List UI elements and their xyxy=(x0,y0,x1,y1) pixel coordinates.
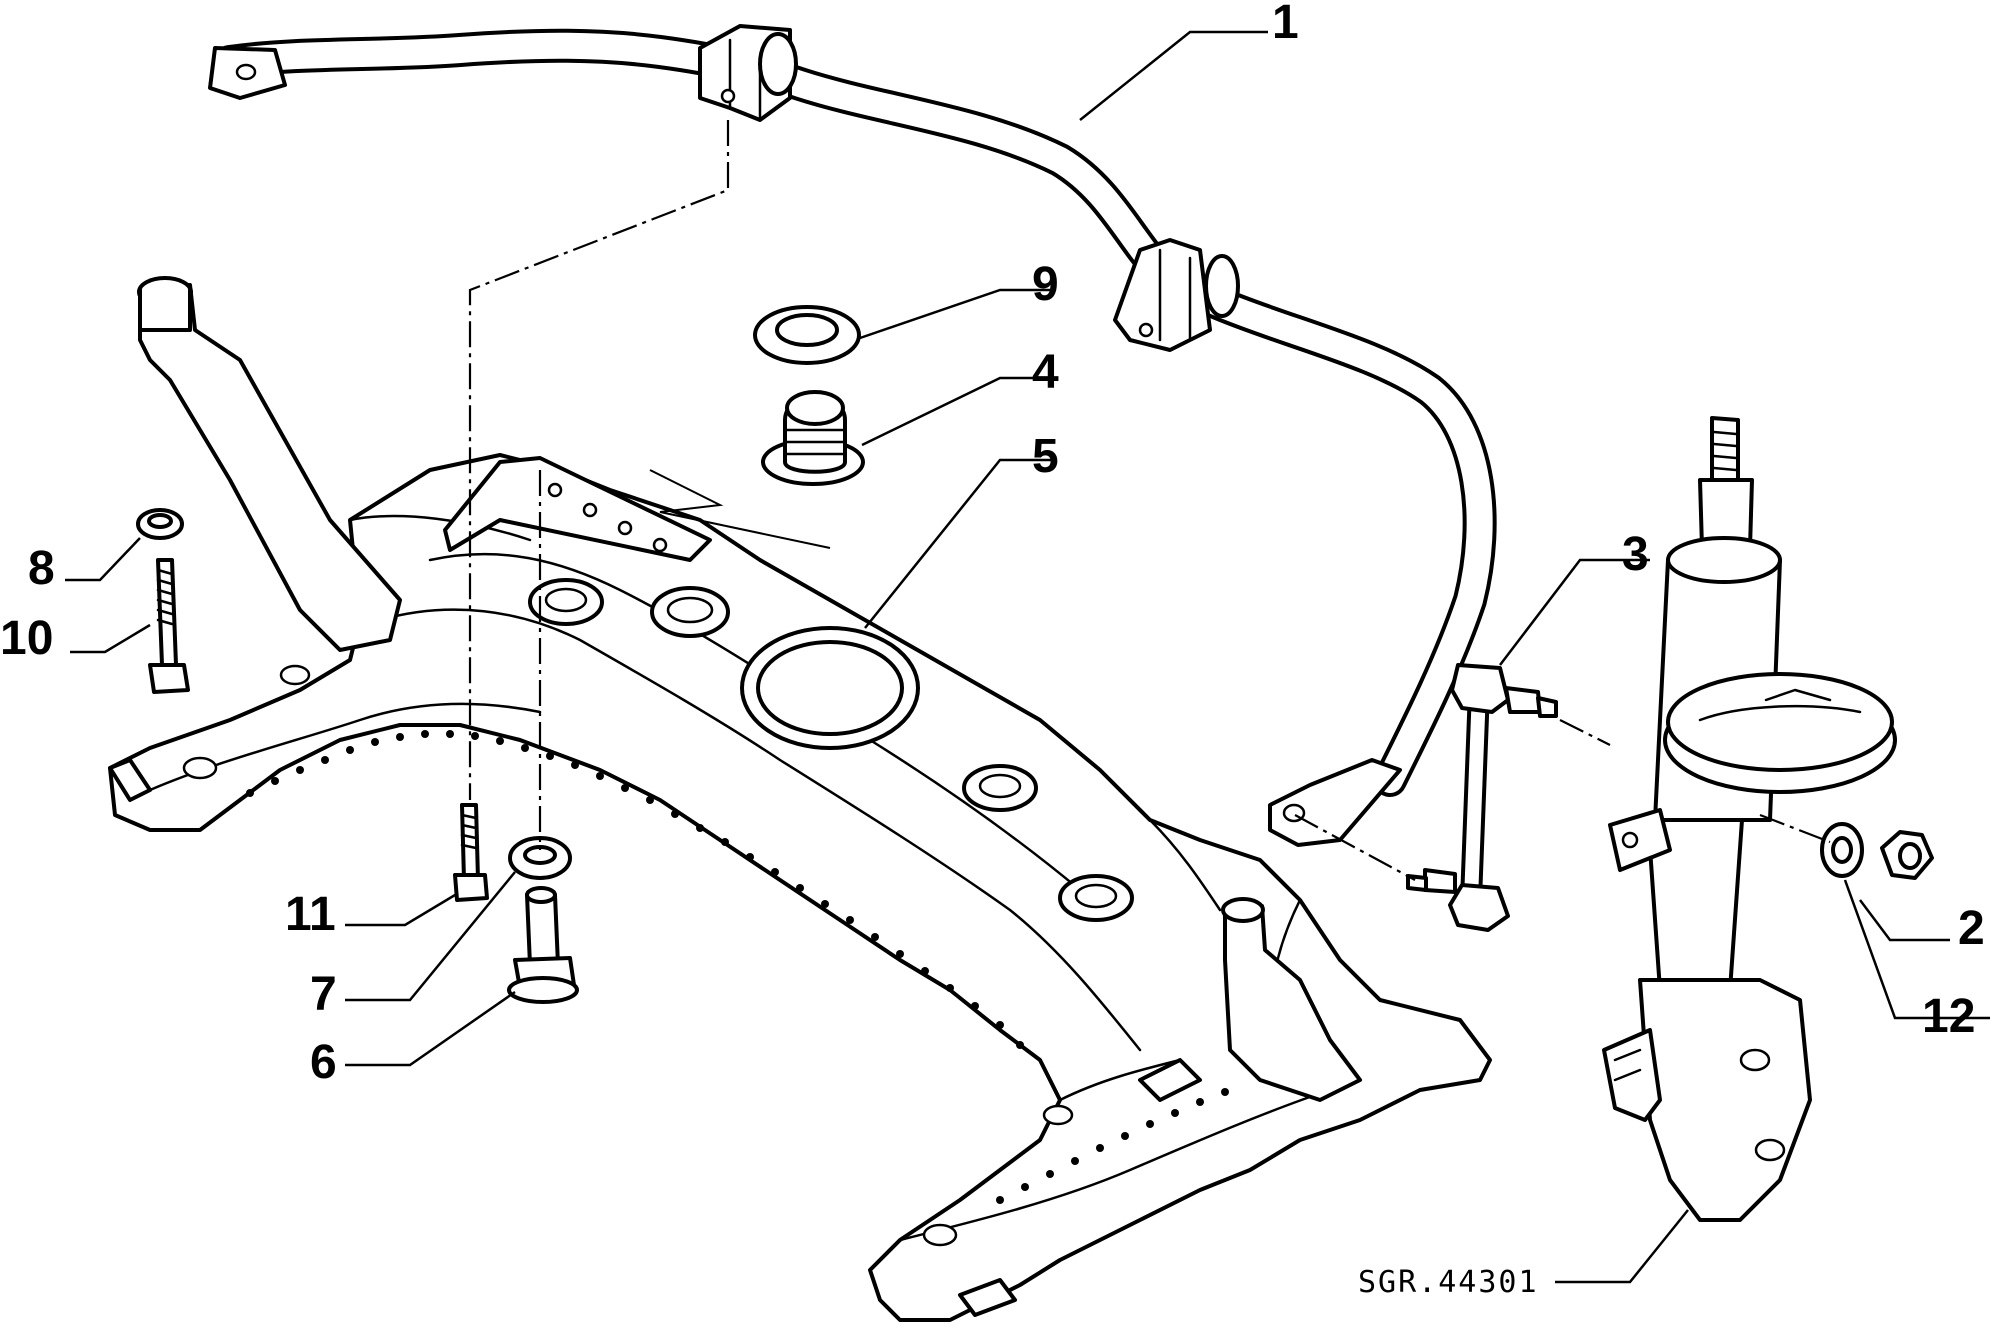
stabilizer-bar xyxy=(208,24,1497,847)
callout-3: 3 xyxy=(1622,528,1649,581)
callout-7: 7 xyxy=(310,968,337,1021)
callout-9: 9 xyxy=(1032,258,1059,311)
callout-2: 2 xyxy=(1958,902,1985,955)
callout-5: 5 xyxy=(1032,430,1059,483)
callout-1: 1 xyxy=(1272,0,1299,49)
stabilizer-link xyxy=(1406,663,1558,932)
washer-9 xyxy=(753,305,861,365)
washer-8 xyxy=(136,508,184,540)
drawing-code: SGR.44301 xyxy=(1358,1265,1539,1300)
callout-4: 4 xyxy=(1032,346,1059,399)
bolt-10 xyxy=(148,558,190,694)
callout-12: 12 xyxy=(1922,990,1975,1043)
callout-8: 8 xyxy=(28,542,55,595)
subframe-crossmember xyxy=(108,276,1492,1322)
weld-seam-dots xyxy=(246,730,1229,1204)
callout-10: 10 xyxy=(0,612,53,665)
flange-bolt-6 xyxy=(507,886,579,1004)
strut-assembly xyxy=(1602,416,1897,1222)
washer-7 xyxy=(508,836,572,880)
washer-12 xyxy=(1820,822,1864,878)
nut-2 xyxy=(1880,830,1934,880)
leader-lines xyxy=(65,30,1990,1284)
bushing-4 xyxy=(761,390,865,486)
assembly-centerlines xyxy=(468,120,1831,881)
bolt-11 xyxy=(453,803,489,902)
callout-11: 11 xyxy=(285,888,336,941)
callout-6: 6 xyxy=(310,1036,337,1089)
